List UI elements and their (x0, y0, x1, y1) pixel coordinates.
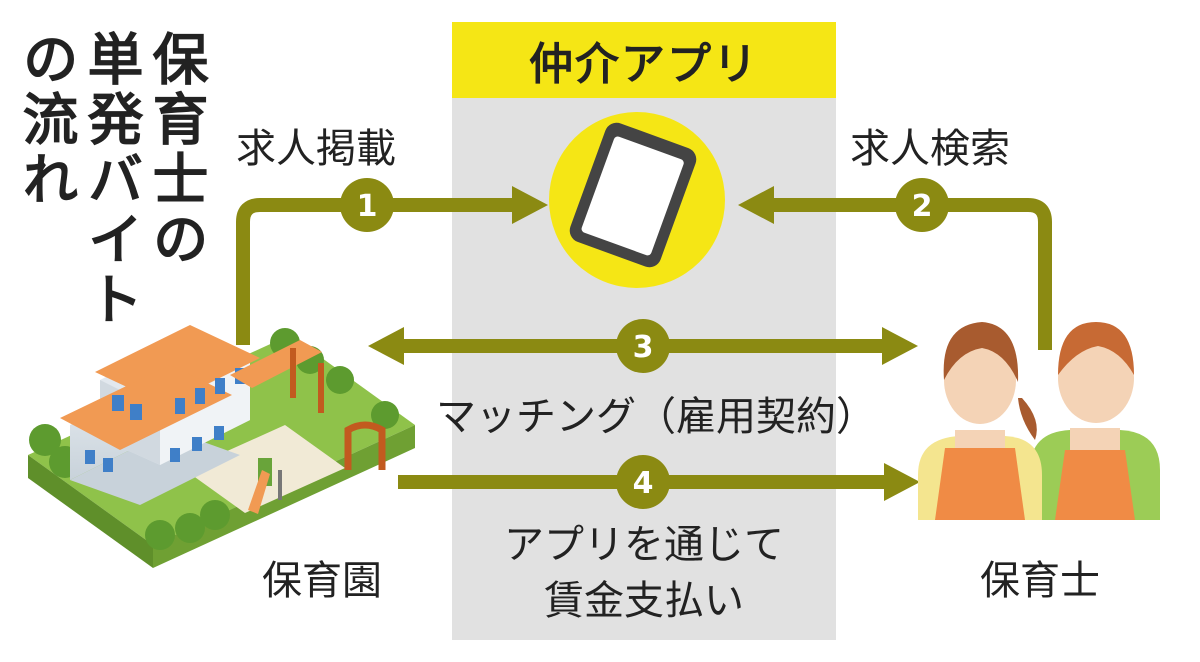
title-col-1: 保育士の (143, 30, 208, 270)
step-1-number: 1 (357, 189, 378, 224)
smartphone-icon (549, 112, 725, 288)
worker-label: 保育士 (980, 558, 1100, 604)
step-3-number: 3 (633, 330, 654, 365)
step-2-label: 求人検索 (850, 126, 1010, 172)
step-3-label: マッチング（雇用契約） (436, 394, 876, 440)
step-2-number: 2 (912, 189, 933, 224)
step-4-label-line1: アプリを通じて (504, 522, 784, 568)
title-col-3: の流れ (13, 30, 78, 210)
step-2-badge: 2 (895, 178, 949, 232)
step-4-badge: 4 (616, 455, 670, 509)
nursery-workers-icon (918, 322, 1160, 520)
step-1-badge: 1 (340, 178, 394, 232)
step-4-number: 4 (633, 466, 654, 501)
app-header: 仲介アプリ (452, 22, 836, 98)
nursery-label: 保育園 (262, 558, 382, 604)
arrow-step-2 (738, 186, 1052, 350)
step-4-label-line2: 賃金支払い (544, 578, 744, 624)
title-col-2: 単発バイト (78, 30, 143, 330)
arrow-step-1 (236, 186, 548, 345)
step-1-label: 求人掲載 (236, 126, 396, 172)
nursery-building-icon (28, 325, 415, 568)
step-3-badge: 3 (616, 319, 670, 373)
